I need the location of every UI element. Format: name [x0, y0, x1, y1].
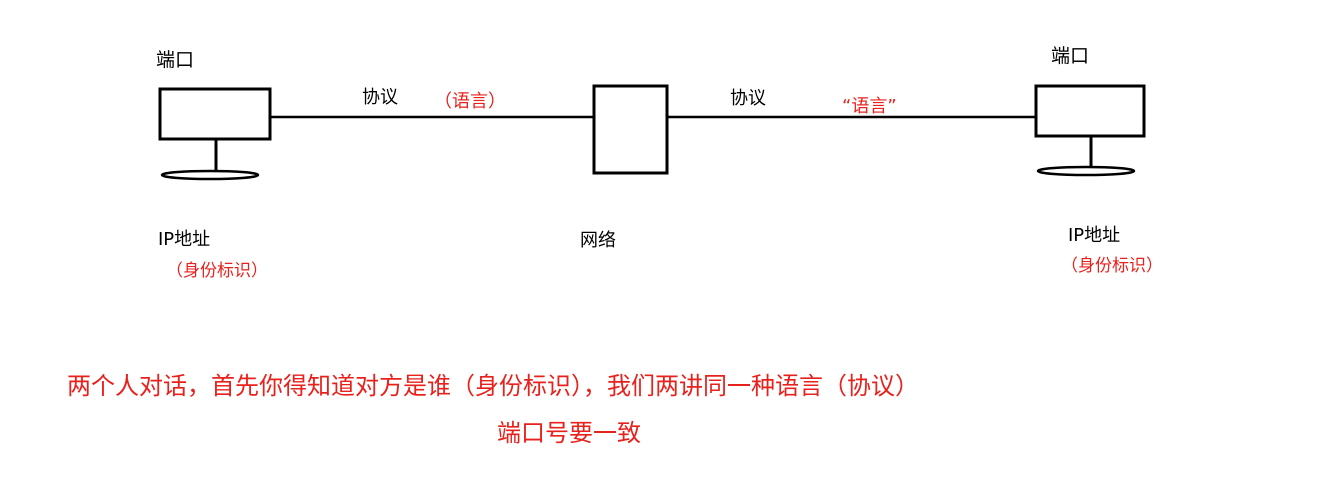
right-port-label: 端口	[1051, 45, 1090, 67]
left-protocol-label: 协议	[362, 87, 398, 108]
caption-line-2: 端口号要一致	[497, 419, 641, 447]
right-protocol-label: 协议	[730, 88, 766, 109]
left-port-label: 端口	[156, 49, 195, 71]
left-language-note: （语言）	[434, 91, 506, 112]
right-language-note: “语言”	[842, 96, 897, 117]
left-computer-icon	[158, 87, 272, 181]
right-identity-note: （身份标识）	[1061, 256, 1163, 276]
right-computer-icon	[1034, 84, 1146, 177]
left-monitor-base	[160, 169, 260, 181]
left-ip-label: IP地址	[158, 229, 211, 250]
right-ip-label: IP地址	[1068, 225, 1121, 246]
right-monitor	[1034, 84, 1146, 138]
left-monitor	[158, 87, 272, 141]
left-identity-note: （身份标识）	[166, 261, 268, 281]
right-monitor-base	[1036, 165, 1136, 177]
caption-line-1: 两个人对话，首先你得知道对方是谁（身份标识），我们两讲同一种语言（协议）	[67, 372, 919, 400]
network-box	[592, 84, 669, 175]
network-label: 网络	[580, 230, 616, 251]
